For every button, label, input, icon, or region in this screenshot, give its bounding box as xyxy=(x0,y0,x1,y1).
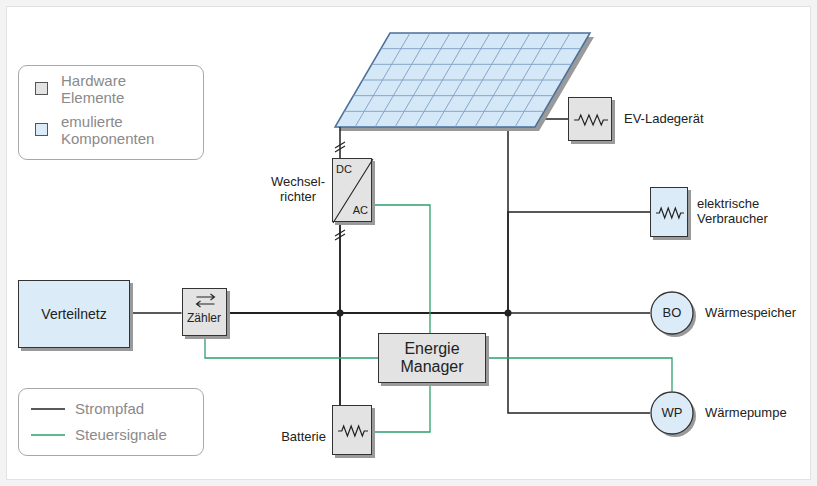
node-text: DC xyxy=(336,163,352,176)
control-signal-line xyxy=(372,205,430,333)
node-text: Verteilnetz xyxy=(41,306,106,322)
legend-line-sample xyxy=(31,432,65,438)
legend-swatch xyxy=(35,123,48,136)
panel-cell-line xyxy=(344,111,544,112)
legend-text: Strompfad xyxy=(75,400,144,417)
meter-arrow xyxy=(196,294,214,300)
panel-cell-line xyxy=(363,80,563,81)
node-text: BO xyxy=(663,306,682,321)
consumer-box: elektrische Verbraucher xyxy=(650,187,688,237)
control-signal-line xyxy=(486,358,672,391)
node-text: AC xyxy=(353,204,368,217)
heat-storage-circle: BOWärmespeicher xyxy=(650,291,694,335)
circle-outline xyxy=(651,292,693,334)
meter-box: Zähler xyxy=(182,288,227,336)
circle-outline xyxy=(651,392,693,434)
node-label: EV-Ladegerät xyxy=(624,112,704,127)
legend-line xyxy=(31,408,65,410)
junction-dot xyxy=(505,310,512,317)
solar-panel xyxy=(335,33,590,127)
node-symbol xyxy=(333,406,373,456)
control-signal-line xyxy=(372,383,430,432)
legend-line-sample xyxy=(31,406,65,412)
converter-diagonal xyxy=(333,159,373,223)
resistor-symbol xyxy=(656,208,684,218)
inverter-box: Wechsel- richterDCAC xyxy=(332,158,372,222)
dc-wire xyxy=(339,127,341,158)
power-line xyxy=(227,313,651,413)
resistor-symbol xyxy=(574,115,608,125)
node-label: Batterie xyxy=(281,430,326,445)
power-line xyxy=(227,119,569,313)
node-label: elektrische Verbraucher xyxy=(697,197,768,227)
heat-pump-circle: WPWärmepumpe xyxy=(650,391,694,435)
grid-box: Verteilnetz xyxy=(18,280,130,348)
ev-charger-box: EV-Ladegerät xyxy=(568,97,612,141)
legend-line xyxy=(31,434,65,436)
legend-box: Hardware Elemente emulierte Komponenten xyxy=(18,65,204,160)
node-text: Energie Manager xyxy=(400,340,463,377)
node-text: Zähler xyxy=(187,312,221,326)
legend-text: Steuersignale xyxy=(75,426,167,443)
node-text: Wärmespeicher xyxy=(705,306,796,321)
legend-text: Hardware Elemente xyxy=(61,72,126,107)
node-symbol xyxy=(651,188,689,238)
node-text: Wärmepumpe xyxy=(705,406,787,421)
power-line xyxy=(227,222,341,313)
power-line xyxy=(227,313,341,405)
panel-cell-line xyxy=(381,48,581,49)
meter-arrow xyxy=(196,301,214,307)
junction-dot xyxy=(337,310,344,317)
resistor-symbol xyxy=(338,426,368,436)
energy-manager-box: Energie Manager xyxy=(378,333,486,383)
node-label: Wechsel- richter xyxy=(271,175,325,205)
node-symbol xyxy=(569,98,613,142)
panel-cell-line xyxy=(353,95,553,96)
solar-panel-grid xyxy=(344,33,581,127)
node-text: WP xyxy=(662,406,683,421)
power-line xyxy=(227,212,651,313)
legend-text: emulierte Komponenten xyxy=(61,113,154,148)
legend-swatch xyxy=(35,82,48,95)
legend-box: StrompfadSteuersignale xyxy=(18,388,204,456)
panel-cell-line xyxy=(372,64,572,65)
battery-box: Batterie xyxy=(332,405,372,455)
control-signal-line xyxy=(205,336,378,358)
power-line xyxy=(130,312,182,314)
